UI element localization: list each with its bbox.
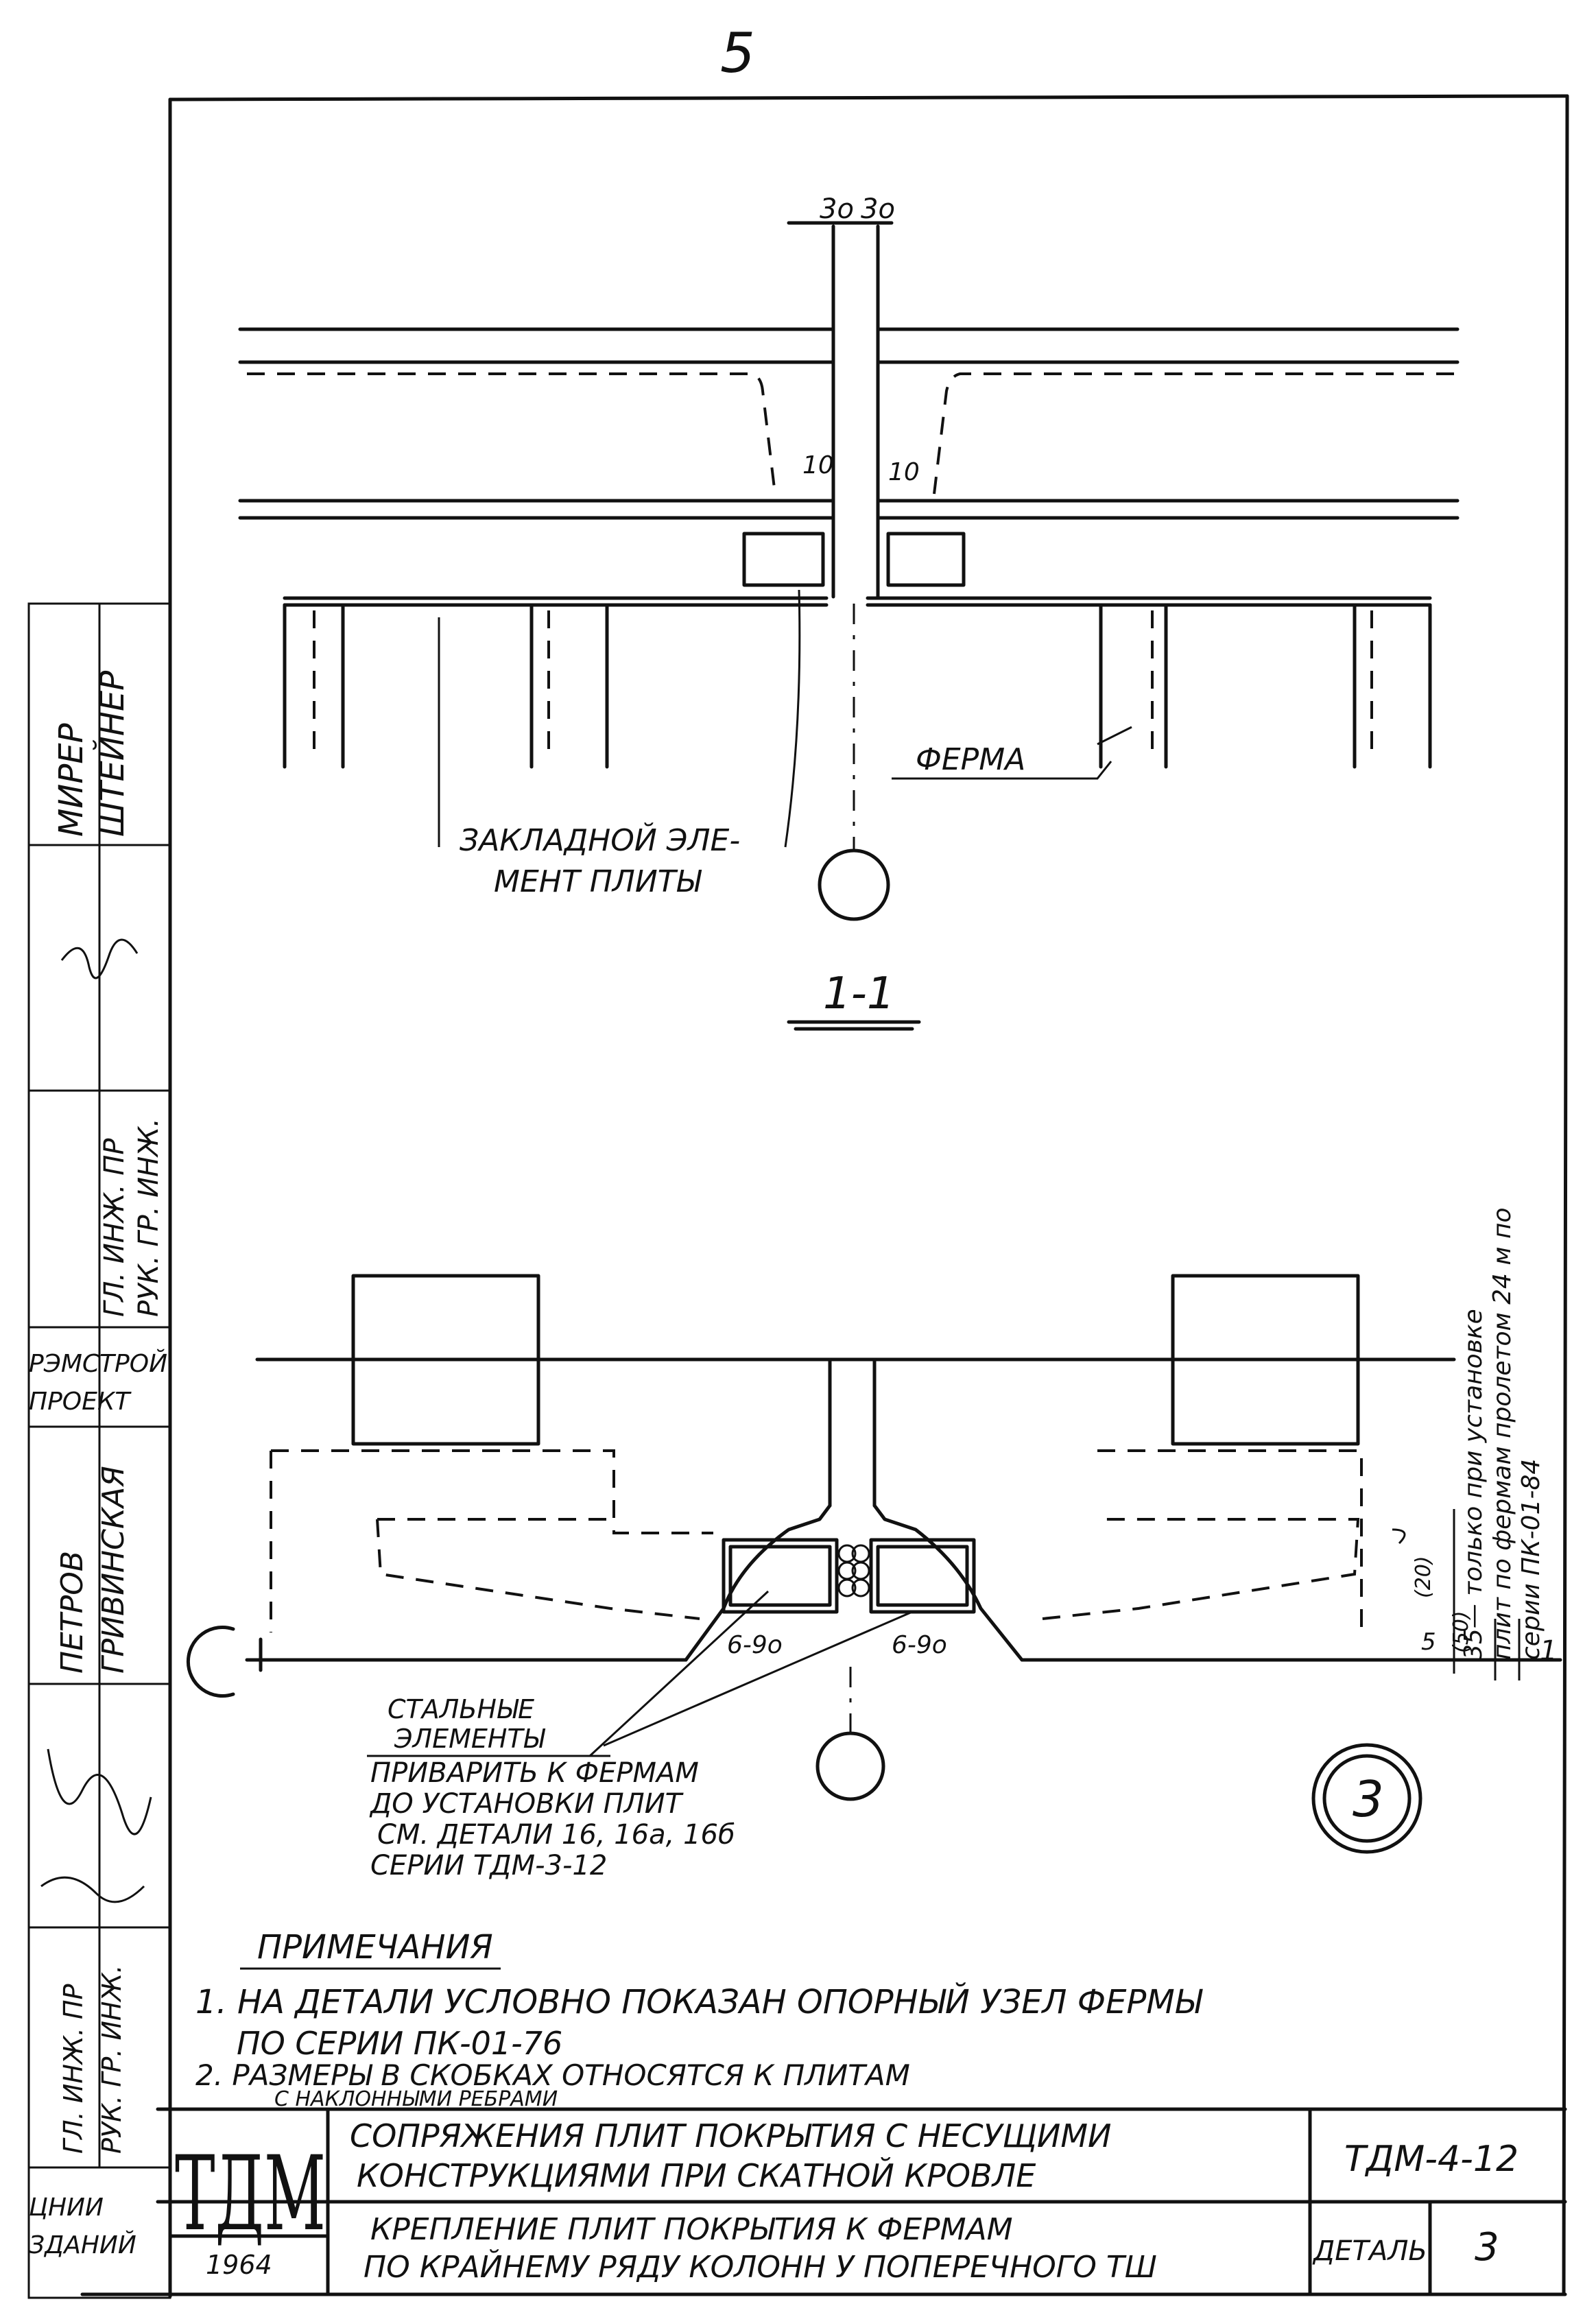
side-note-line2: плит по фермам пролетом 24 м по [1488,1207,1516,1660]
weld-note-line4: СЕРИИ ТДМ-3-12 [370,1850,607,1881]
detail-label: ДЕТАЛЬ [1312,2235,1427,2267]
stamp-strip-text: МИРЕР ШТЕЙНЕР ГЛ. ИНЖ. ПР РУК. ГР. ИНЖ. … [29,671,167,2259]
weld-note-line1: ПРИВАРИТЬ К ФЕРМАМ [370,1757,699,1789]
dim-gap-left: 10 [802,451,834,479]
weld-note-line2: ДО УСТАНОВКИ ПЛИТ [369,1788,684,1820]
dim-gap-right: 10 [888,458,920,486]
title-line2: КОНСТРУКЦИЯМИ ПРИ СКАТНОЙ КРОВЛЕ [357,2157,1036,2194]
title-block [156,2107,1567,2296]
dim-joint-top-right: 3o [861,193,895,225]
stamp-7-line1: ГЛ. ИНЖ. ПР [58,1984,88,2154]
dim-weld-right: 6-9o [892,1631,947,1659]
page-number: 5 [720,21,755,85]
dim-joint-top-left: 3o [820,193,854,225]
note-1-line1: 1. НА ДЕТАЛИ УСЛОВНО ПОКАЗАН ОПОРНЫЙ УЗЕ… [195,1982,1204,2021]
weld-note-line3: СМ. ДЕТАЛИ 16, 16а, 16б [377,1819,735,1851]
label-steel-line2: ЭЛЕМЕНТЫ [394,1724,546,1754]
side-note-line3: серии ПК-01-84 [1517,1459,1545,1660]
dim-edge-20: (20) [1412,1556,1436,1598]
detail-number: 3 [1475,2225,1499,2270]
stamp-3-line1: ГЛ. ИНЖ. ПР [99,1138,130,1317]
stamp-1-line3: ШТЕЙНЕР [93,671,132,837]
label-embed-line2: МЕНТ ПЛИТЫ [494,864,702,899]
notes-heading: ПРИМЕЧАНИЯ [257,1928,493,1967]
section-label: 1-1 [823,969,895,1019]
stamp-8-line2: ЗДАНИЙ [29,2231,136,2259]
stamp-5-line2: ГРИВИНСКАЯ [96,1466,131,1674]
stamp-1-line2: МИРЕР [52,723,91,837]
org-logo: ТДМ [175,2135,326,2254]
stamp-8-line1: ЦНИИ [29,2194,104,2222]
note-1-line2: ПО СЕРИИ ПК-01-76 [237,2025,562,2062]
series-code: ТДМ-4-12 [1344,2139,1518,2180]
side-note: 35— только при установке плит по фермам … [1460,1207,1545,1660]
dim-edge-50: (50) [1449,1611,1473,1653]
detail-marker: 3 [1311,1743,1422,1854]
dim-edge-5: 5 [1421,1628,1436,1656]
signature-scribbles [40,938,152,1903]
label-steel-line1: СТАЛЬНЫЕ [388,1694,534,1724]
stamp-7-line2: РУК. ГР. ИНЖ. [97,1965,127,2154]
dim-weld-left: 6-9o [727,1631,783,1659]
note-2-line2: С НАКЛОННЫМИ РЕБРАМИ [274,2087,558,2111]
detail-marker-number: 3 [1353,1770,1384,1828]
stamp-5-line1: ПЕТРОВ [55,1551,90,1674]
section-view [186,1274,1562,1801]
stamp-3-line2: РУК. ГР. ИНЖ. [133,1118,165,1317]
stamp-4-line1: РЭМСТРОЙ [29,1349,167,1378]
title-line1: СОПРЯЖЕНИЯ ПЛИТ ПОКРЫТИЯ С НЕСУЩИМИ [350,2117,1111,2154]
note-2-line1: 2. РАЗМЕРЫ В СКОБКАХ ОТНОСЯТСЯ К ПЛИТАМ [195,2058,910,2092]
label-embed-line1: ЗАКЛАДНОЙ ЭЛЕ- [460,822,740,858]
stamp-strip [27,602,171,2299]
subtitle-line2: ПО КРАЙНЕМУ РЯДУ КОЛОНН У ПОПЕРЕЧНОГО ТШ [364,2248,1157,2285]
side-note-line1: 35— только при установке [1460,1309,1488,1660]
top-view [238,221,1460,921]
subtitle-line1: КРЕПЛЕНИЕ ПЛИТ ПОКРЫТИЯ К ФЕРМАМ [370,2212,1013,2247]
title-year: 1964 [206,2250,272,2280]
dim-edge-1: 1 [1540,1635,1557,1667]
stamp-4-line2: ПРОЕКТ [29,1388,132,1416]
label-ferma: ФЕРМА [916,742,1025,777]
